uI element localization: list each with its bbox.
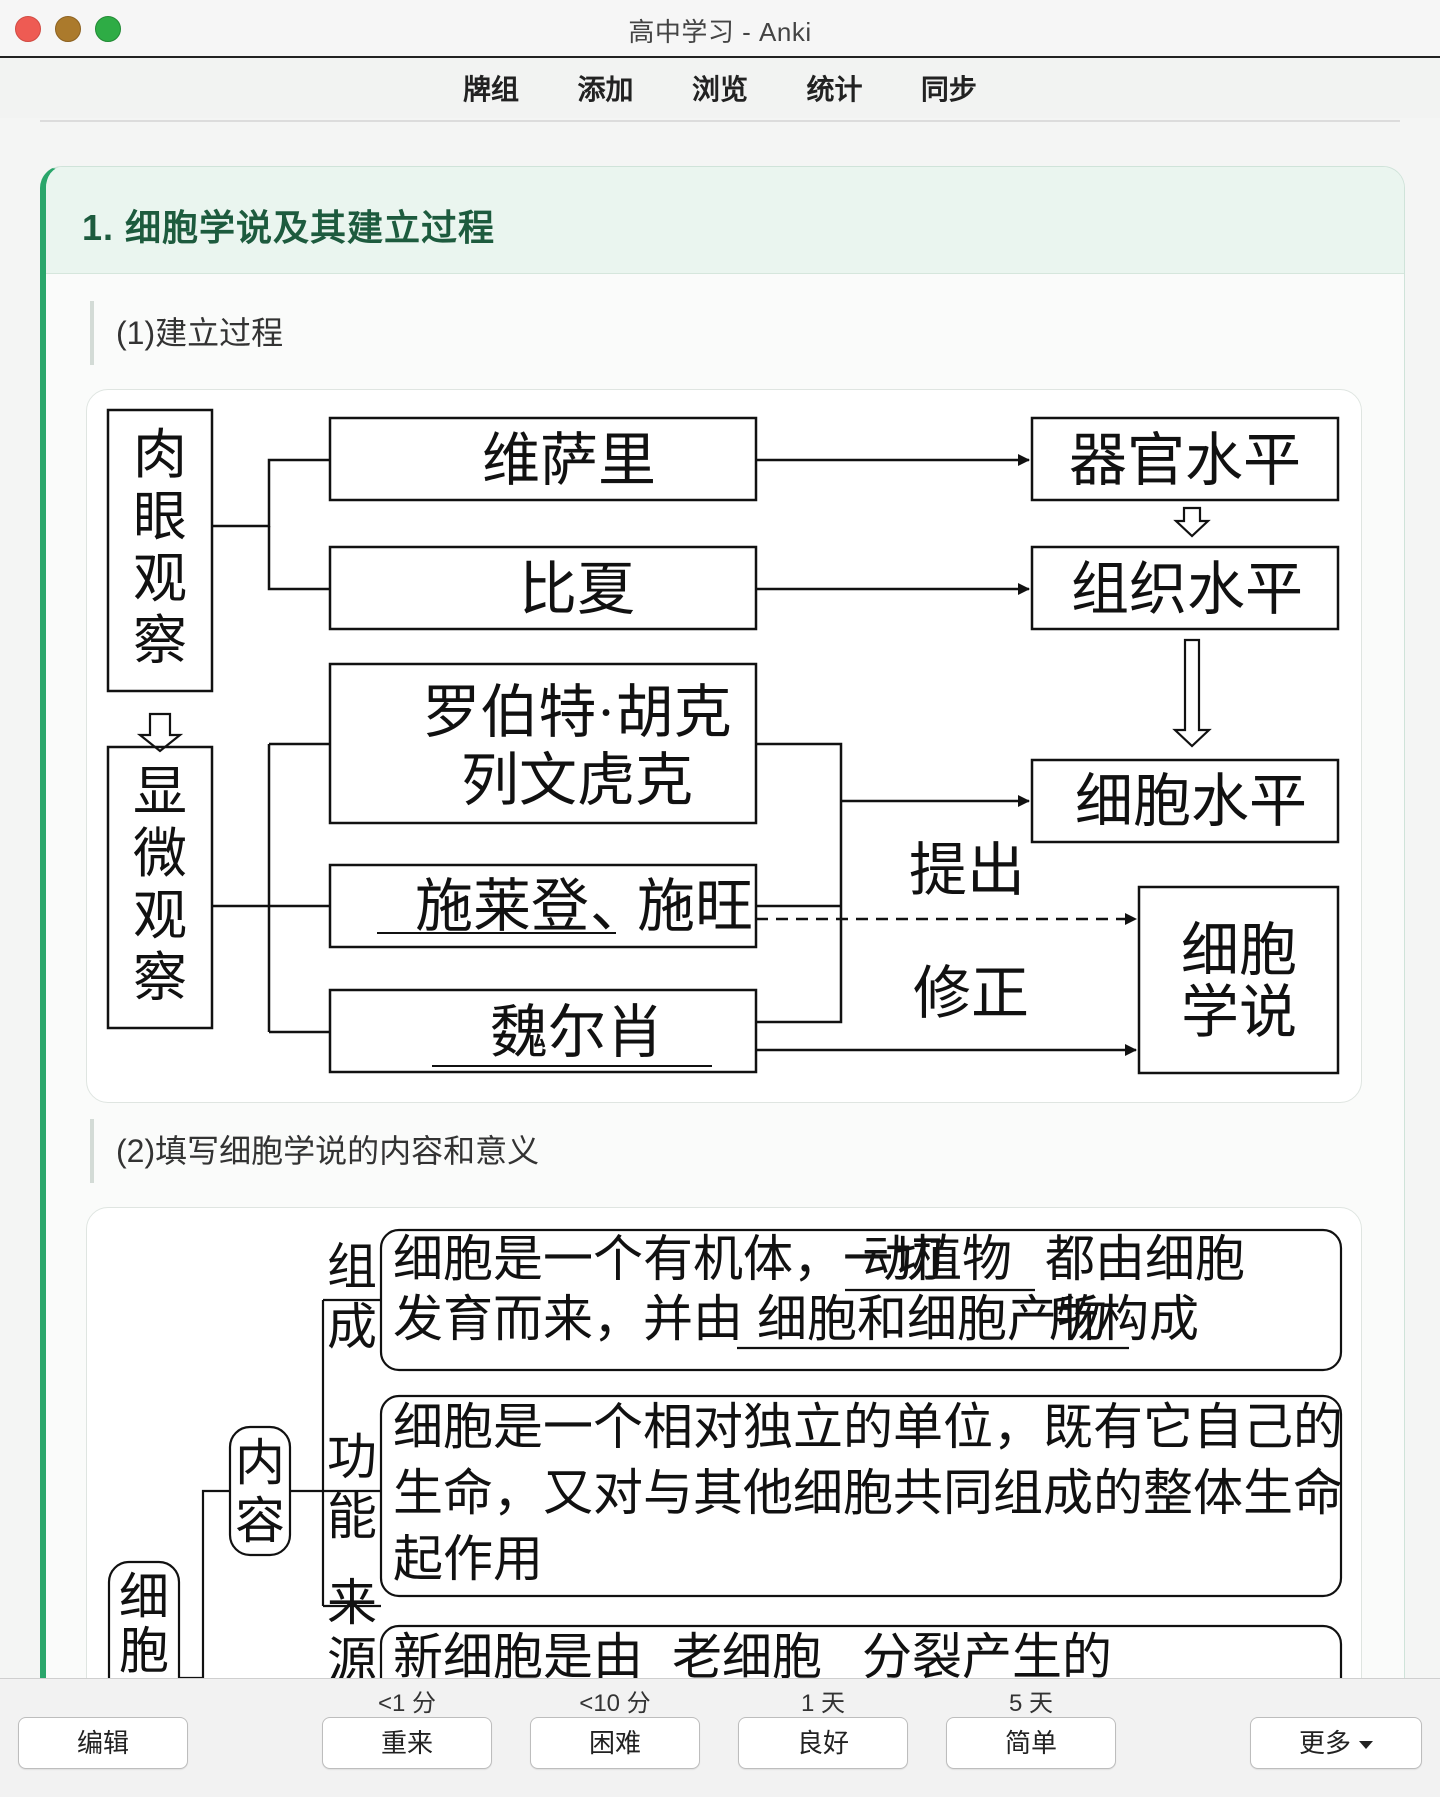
microscope-char-1: 显 [133,762,187,822]
leeuwenhoek-label: 列文虎克 [461,748,693,813]
section-heading-1: (1)建立过程 [90,301,283,365]
naked-eye-char-4: 察 [133,611,187,671]
good-interval: 1 天 [800,1690,845,1717]
hard-interval: <10 分 [579,1690,651,1717]
virchow-label: 魏尔肖 [490,1000,664,1065]
main-toolbar: 牌组 添加 浏览 统计 同步 [0,58,1440,118]
nav-stats[interactable]: 统计 [806,74,863,105]
function-line-1: 细胞是一个相对独立的单位，既有它自己的 [393,1399,1343,1455]
toolbar-divider [40,120,1400,122]
source-text-b: 分裂产生的 [862,1629,1112,1685]
nav-browse[interactable]: 浏览 [691,74,748,105]
composition-text-1a: 细胞是一个有机体，一切 [393,1231,943,1287]
propose-label: 提出 [909,838,1025,903]
more-button[interactable]: 更多 [1250,1717,1422,1769]
cell-theory-line-1: 细胞 [1181,918,1297,983]
function-label-1: 功 [327,1429,377,1485]
nav-decks[interactable]: 牌组 [463,74,520,105]
root-label-1: 细 [119,1569,169,1625]
organ-level-box [1030,416,1340,502]
source-box [379,1624,1343,1687]
microscope-char-2: 微 [133,824,187,884]
microscope-box [106,745,214,1030]
again-interval: <1 分 [377,1690,437,1717]
edit-button[interactable]: 编辑 [18,1717,188,1769]
composition-text-1b: 都由细胞 [1045,1231,1245,1287]
schleiden-label: 施莱登 [415,874,589,939]
card-heading: 1. 细胞学说及其建立过程 [82,207,496,248]
naked-eye-char-3: 观 [133,549,187,609]
naked-eye-char-2: 眼 [133,487,187,547]
hooke-label: 罗伯特·胡克 [422,680,731,745]
chevron-down-icon [1359,1741,1373,1750]
cell-theory-line-2: 学说 [1181,980,1297,1045]
function-line-2: 生命，又对与其他细胞共同组成的整体生命 [393,1465,1343,1521]
bichat-label: 比夏 [519,557,635,622]
tissue-level-box [1030,545,1340,631]
organ-level-label: 器官水平 [1069,428,1301,493]
source-text-a: 新细胞是由 [393,1629,643,1685]
maximize-window-icon[interactable] [95,16,121,42]
more-button-label: 更多 [1298,1728,1351,1758]
section-heading-2: (2)填写细胞学说的内容和意义 [90,1119,539,1183]
window-titlebar: 高中学习 - Anki [0,0,1440,58]
window-title: 高中学习 - Anki [628,17,812,47]
root-pill [107,1560,181,1687]
schwann-label: 施旺 [637,874,753,939]
review-bottombar: 编辑 <1 分 重来 <10 分 困难 1 天 良好 5 天 简单 更多 [0,1678,1440,1797]
microscope-char-4: 察 [133,948,187,1008]
composition-blank-2: 细胞和细胞产物 [757,1291,1107,1347]
composition-label-1: 组 [327,1239,377,1295]
naked-eye-box [106,408,214,693]
easy-button[interactable]: 简单 [946,1717,1116,1769]
close-window-icon[interactable] [15,16,41,42]
composition-text-2a: 发育而来，并由 [393,1291,743,1347]
enum-comma: 、 [590,874,648,939]
content-diagram: 组 成 功 能 来 源 内 容 细 胞 学 细胞是一个有机体，一切 动植物 都由… [86,1207,1362,1687]
review-card: 1. 细胞学说及其建立过程 (1)建立过程 [40,166,1405,1688]
content-diagram-svg: 组 成 功 能 来 源 内 容 细 胞 学 细胞是一个有机体，一切 动植物 都由… [107,1228,1343,1687]
minimize-window-icon[interactable] [55,16,81,42]
history-diagram: 肉 眼 观 察 显 微 观 察 维萨里 比夏 罗伯特·胡克 列文虎克 施莱登 、… [86,389,1362,1103]
naked-eye-char-1: 肉 [133,425,187,485]
source-blank: 老细胞 [672,1629,822,1685]
again-button[interactable]: 重来 [322,1717,492,1769]
easy-interval: 5 天 [1008,1690,1053,1717]
function-box [379,1394,1343,1598]
cell-level-label: 细胞水平 [1075,769,1307,834]
composition-label-2: 成 [327,1299,377,1355]
hard-button[interactable]: 困难 [530,1717,700,1769]
revise-label: 修正 [913,961,1029,1026]
source-label-1: 来 [327,1575,377,1631]
card-header: 1. 细胞学说及其建立过程 [46,167,1404,274]
cell-level-box [1030,758,1340,844]
root-label-2: 胞 [119,1623,169,1679]
history-diagram-svg: 肉 眼 观 察 显 微 观 察 维萨里 比夏 罗伯特·胡克 列文虎克 施莱登 、… [106,408,1340,1075]
composition-text-2b: 所构成 [1049,1291,1199,1347]
good-button[interactable]: 良好 [738,1717,908,1769]
nav-sync[interactable]: 同步 [920,74,977,105]
microscope-char-3: 观 [133,886,187,946]
composition-blank-1: 动植物 [862,1231,1012,1287]
nav-add[interactable]: 添加 [577,74,634,105]
content-label-1: 内 [235,1435,285,1491]
vesalius-label: 维萨里 [482,428,656,493]
content-label-2: 容 [235,1493,285,1549]
function-label-2: 能 [327,1489,377,1545]
function-line-3: 起作用 [393,1531,543,1587]
cell-theory-box [1137,885,1340,1075]
tissue-level-label: 组织水平 [1071,557,1303,622]
